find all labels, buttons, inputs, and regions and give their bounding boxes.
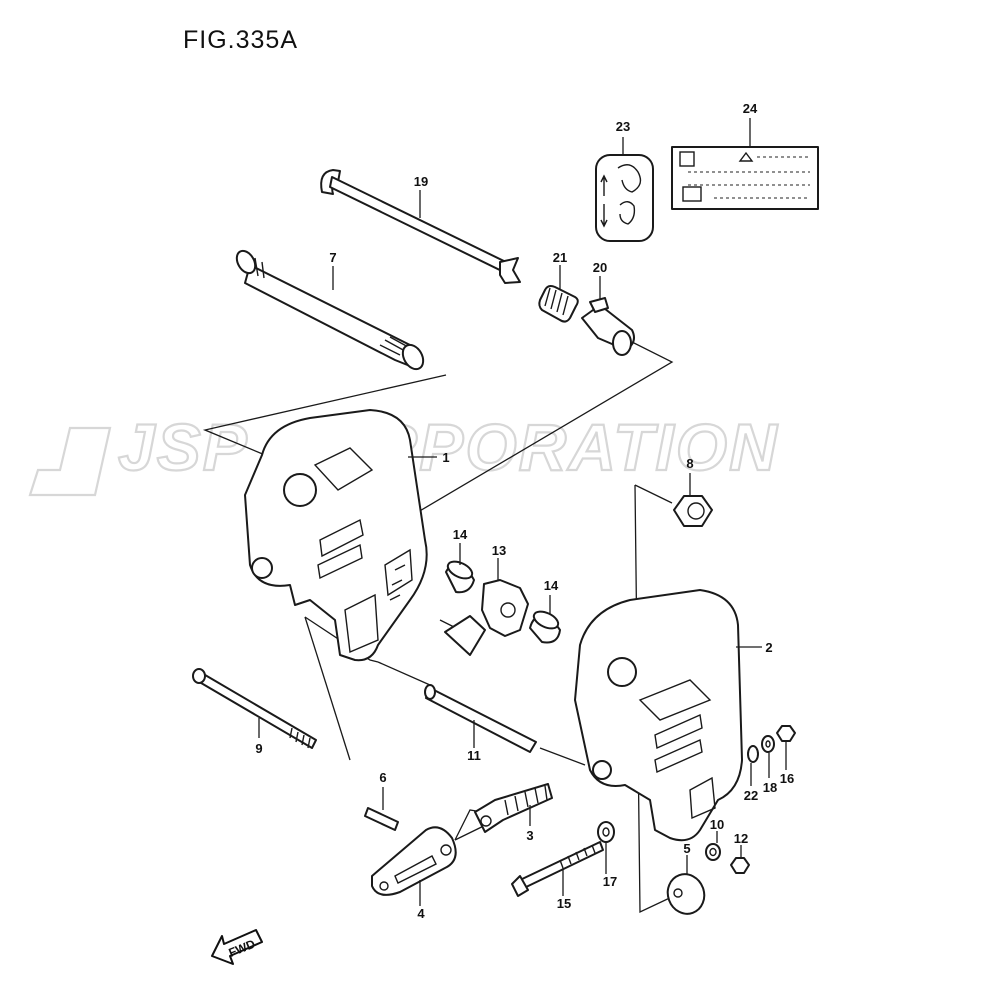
callout-14-right: 14 xyxy=(544,578,559,593)
part-21-spring xyxy=(538,285,579,323)
part-10-washer xyxy=(705,843,721,861)
watermark: JSP CORPORATION xyxy=(28,409,779,497)
part-24-caution-label xyxy=(671,146,819,210)
callout-13: 13 xyxy=(492,543,506,558)
part-18-washer xyxy=(761,735,775,753)
part-8-nut xyxy=(673,495,713,527)
part-14-bushing-left xyxy=(445,560,475,594)
leader-lines xyxy=(258,118,787,906)
part-1-clamp-bracket-port xyxy=(244,409,428,662)
callout-21: 21 xyxy=(553,250,567,265)
callout-19: 19 xyxy=(414,174,428,189)
callout-14-left: 14 xyxy=(453,527,468,542)
callout-15: 15 xyxy=(557,896,571,911)
callout-3: 3 xyxy=(526,828,533,843)
part-20-pin xyxy=(581,297,635,356)
part-15-bolt xyxy=(511,841,604,897)
callout-23: 23 xyxy=(616,119,630,134)
callout-5: 5 xyxy=(683,841,690,856)
callout-8: 8 xyxy=(686,456,693,471)
part-9-through-bolt xyxy=(192,668,317,749)
callout-10: 10 xyxy=(710,817,724,832)
callout-7: 7 xyxy=(329,250,336,265)
callout-22: 22 xyxy=(744,788,758,803)
callout-12: 12 xyxy=(734,831,748,846)
part-12-nut xyxy=(730,857,750,874)
callout-11: 11 xyxy=(467,748,481,763)
part-22-washer xyxy=(747,745,759,763)
callout-2: 2 xyxy=(765,640,772,655)
callout-18: 18 xyxy=(763,780,777,795)
callout-numbers: 23 24 19 7 21 20 1 8 14 13 14 2 9 11 6 3… xyxy=(255,101,794,921)
callout-1: 1 xyxy=(442,450,449,465)
callout-6: 6 xyxy=(379,770,386,785)
forward-arrow-icon: FWD xyxy=(211,929,263,965)
part-14-bushing-right xyxy=(529,610,561,644)
part-17-washer xyxy=(597,821,615,843)
part-19-lever-rod xyxy=(320,169,521,284)
watermark-text: JSP CORPORATION xyxy=(118,410,779,484)
figure-title: FIG.335A xyxy=(183,26,298,54)
part-3-adjuster xyxy=(474,783,553,833)
part-6-pin xyxy=(364,807,399,831)
callout-16: 16 xyxy=(780,771,794,786)
part-13-tilt-stopper xyxy=(444,579,529,656)
part-7-tilt-shaft xyxy=(235,249,425,371)
callout-17: 17 xyxy=(603,874,617,889)
part-16-nut xyxy=(776,725,796,742)
callout-20: 20 xyxy=(593,260,607,275)
part-11-shaft xyxy=(424,684,537,753)
part-5-clamp-pad xyxy=(666,873,706,915)
part-2-clamp-bracket-stbd xyxy=(574,589,743,842)
part-4-clamp-handle xyxy=(371,826,457,896)
part-23-decal xyxy=(595,154,654,242)
callout-4: 4 xyxy=(417,906,425,921)
callout-9: 9 xyxy=(255,741,262,756)
callout-24: 24 xyxy=(743,101,758,116)
